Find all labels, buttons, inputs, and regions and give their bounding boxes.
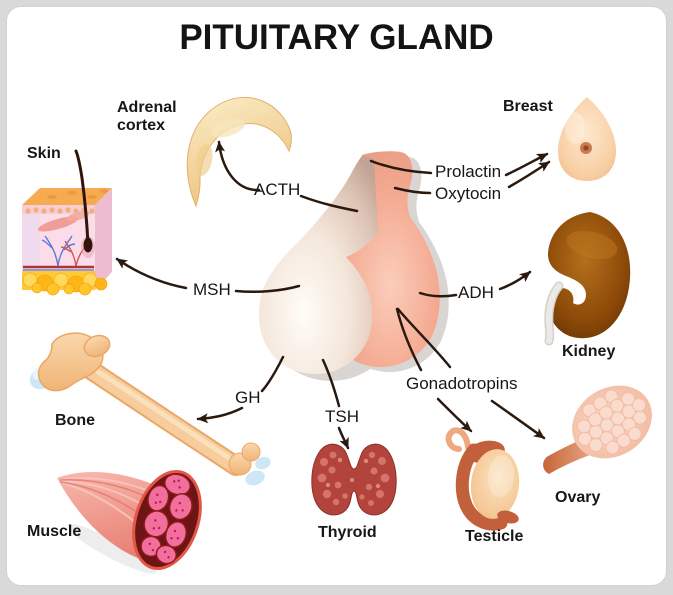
arrow-gh-bone xyxy=(196,406,244,424)
line-gonadotropins-gland-1 xyxy=(395,307,423,372)
page-title: PITUITARY GLAND xyxy=(179,18,494,57)
ovary-illustration xyxy=(543,385,652,474)
thyroid-illustration xyxy=(311,443,397,516)
arrow-msh-skin xyxy=(115,257,188,290)
adrenal-cortex-illustration xyxy=(186,96,292,208)
label-muscle: Muscle xyxy=(27,523,82,540)
skin-hair xyxy=(74,149,90,246)
arrow-acth-adrenal xyxy=(215,140,261,192)
label-bone: Bone xyxy=(55,412,95,429)
skin-fat xyxy=(22,272,108,296)
label-gh: GH xyxy=(235,388,261,407)
line-msh-gland xyxy=(234,284,301,294)
breast-illustration xyxy=(558,97,616,181)
testicle-epididymis xyxy=(455,443,508,531)
line-prolactin-gland xyxy=(369,159,433,175)
label-skin: Skin xyxy=(27,145,61,162)
bone-illustration xyxy=(29,332,271,486)
line-adh-gland xyxy=(418,291,458,298)
line-tsh-gland xyxy=(321,358,341,408)
line-acth-gland xyxy=(299,194,359,213)
label-thyroid: Thyroid xyxy=(318,524,377,541)
arrow-tsh-thyroid xyxy=(337,426,350,450)
muscle-illustration xyxy=(57,469,202,574)
connector-lines xyxy=(234,159,458,408)
label-tsh: TSH xyxy=(325,407,359,426)
skin-illustration xyxy=(22,149,112,296)
testicle-duct xyxy=(445,427,471,452)
kidney-ureter xyxy=(545,283,562,344)
pituitary-gland-illustration xyxy=(258,151,449,381)
label-acth: ACTH xyxy=(254,180,301,199)
muscle-cross-section xyxy=(132,469,202,571)
line-oxytocin-gland xyxy=(393,186,432,195)
arrow-oxytocin-breast xyxy=(507,160,551,189)
kidney-illustration xyxy=(544,212,631,346)
label-msh: MSH xyxy=(193,280,231,299)
label-gonadotropins: Gonadotropins xyxy=(406,374,518,393)
arrow-gonadotropins-ovary xyxy=(490,399,546,440)
testicle-illustration xyxy=(445,427,520,531)
anterior-lobe xyxy=(258,156,378,375)
label-breast: Breast xyxy=(503,98,553,115)
label-adh: ADH xyxy=(458,283,494,302)
arrow-prolactin-breast xyxy=(504,152,549,177)
label-oxytocin: Oxytocin xyxy=(435,184,502,203)
label-adrenal-cortex: Adrenal cortex xyxy=(117,99,177,134)
arrows xyxy=(115,140,551,450)
line-gonadotropins-gland-2 xyxy=(396,307,452,369)
label-prolactin: Prolactin xyxy=(435,162,502,181)
label-kidney: Kidney xyxy=(562,343,616,360)
arrow-adh-kidney xyxy=(498,270,532,291)
line-gh-gland xyxy=(260,355,285,393)
arrow-gonadotropins-testicle xyxy=(436,397,473,433)
label-testicle: Testicle xyxy=(465,528,524,545)
label-ovary: Ovary xyxy=(555,489,601,506)
